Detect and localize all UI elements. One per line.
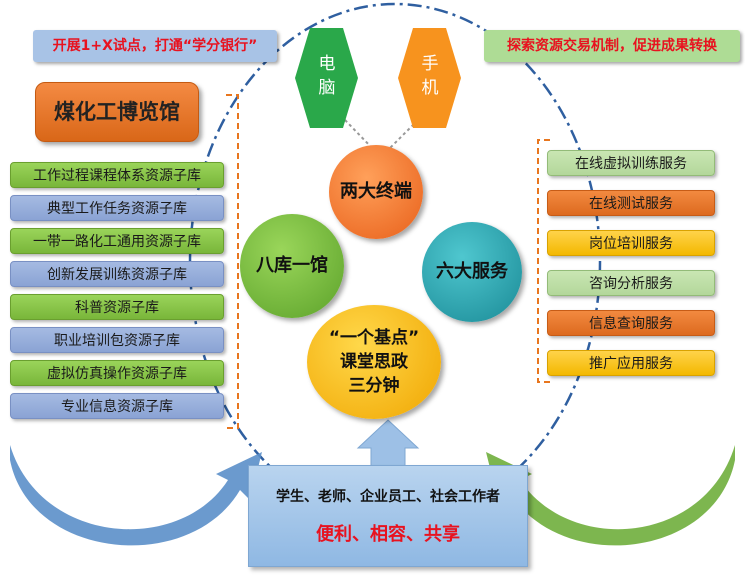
- resource-library-item: 科普资源子库: [10, 294, 224, 320]
- resource-library-item: 一带一路化工通用资源子库: [10, 228, 224, 254]
- audience-people: 学生、老师、企业员工、社会工作者: [276, 489, 500, 505]
- up-arrow: [356, 419, 420, 467]
- banner-resource-trade: 探索资源交易机制，促进成果转换: [484, 30, 740, 62]
- audience-box: 学生、老师、企业员工、社会工作者 便利、相容、共享: [248, 465, 528, 567]
- service-item: 推广应用服务: [547, 350, 715, 376]
- phone-label-char: 手: [421, 54, 439, 74]
- phone-label-char: 机: [421, 78, 439, 98]
- left-curved-arrow: [10, 445, 262, 546]
- computer-label-char: 脑: [318, 78, 336, 98]
- resource-library-item: 专业信息资源子库: [10, 393, 224, 419]
- resource-library-item: 虚拟仿真操作资源子库: [10, 360, 224, 386]
- right-curved-arrow: [486, 445, 735, 546]
- resource-library-item: 工作过程课程体系资源子库: [10, 162, 224, 188]
- base-point-line: 课堂思政: [340, 352, 408, 372]
- computer-label: 电 脑: [312, 52, 342, 100]
- phone-label: 手 机: [415, 52, 445, 100]
- banner-credit-bank: 开展1+X试点，打通“学分银行”: [33, 30, 277, 62]
- computer-hexagon: [295, 28, 358, 128]
- service-item: 在线测试服务: [547, 190, 715, 216]
- connector-line: [344, 119, 375, 151]
- audience-values: 便利、相容、共享: [316, 524, 460, 545]
- library-circle: 八库一馆: [240, 214, 344, 318]
- terminal-circle: 两大终端: [329, 145, 423, 239]
- service-item: 咨询分析服务: [547, 270, 715, 296]
- service-item: 在线虚拟训练服务: [547, 150, 715, 176]
- base-point-line: 三分钟: [348, 376, 400, 396]
- museum-box: 煤化工博览馆: [35, 82, 199, 142]
- computer-label-char: 电: [318, 54, 336, 74]
- phone-hexagon: [398, 28, 461, 128]
- service-item: 岗位培训服务: [547, 230, 715, 256]
- left-bracket: [226, 94, 239, 429]
- resource-library-item: 典型工作任务资源子库: [10, 195, 224, 221]
- service-item: 信息查询服务: [547, 310, 715, 336]
- right-bracket: [537, 139, 550, 383]
- service-circle: 六大服务: [422, 222, 522, 322]
- base-point-circle: “一个基点” 课堂思政 三分钟: [307, 305, 441, 419]
- resource-library-item: 创新发展训练资源子库: [10, 261, 224, 287]
- resource-library-item: 职业培训包资源子库: [10, 327, 224, 353]
- base-point-line: “一个基点”: [328, 328, 420, 348]
